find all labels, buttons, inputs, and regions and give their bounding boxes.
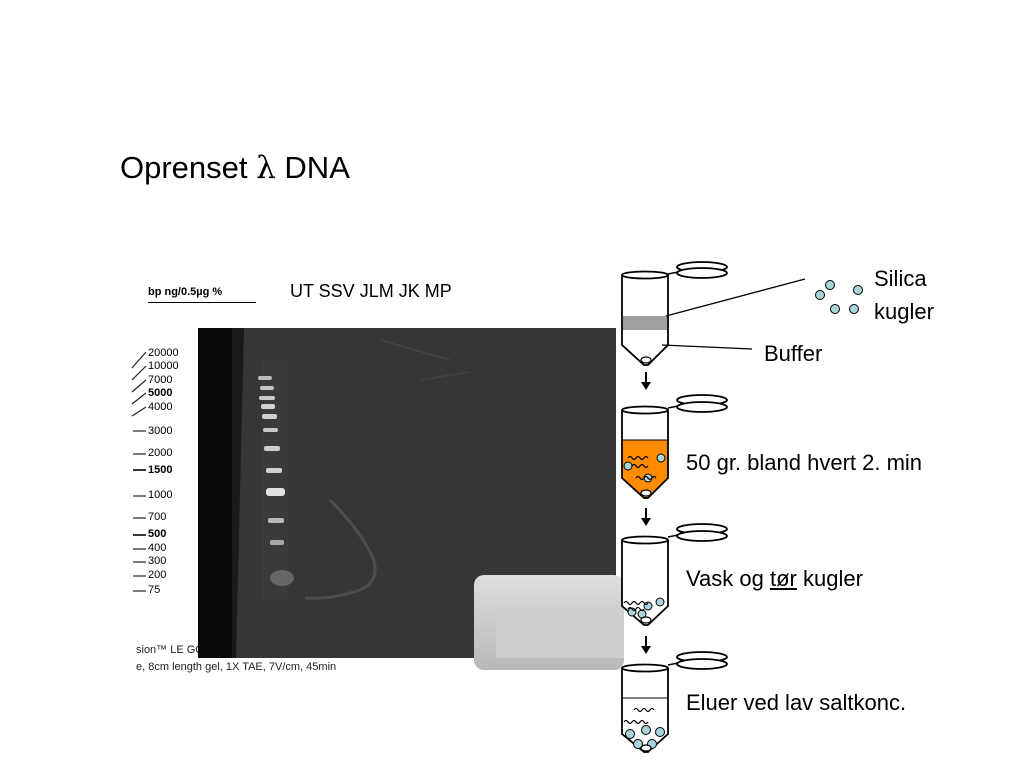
- ladder-marker-label: 2000: [148, 447, 173, 459]
- ladder-marker-label: 10000: [148, 360, 179, 372]
- buffer-pointer: [661, 344, 753, 350]
- silica-label-line2: kugler: [874, 299, 934, 324]
- ladder-marker-label: 1500: [148, 464, 173, 476]
- gel-image: [198, 328, 624, 670]
- step3-after: kugler: [796, 566, 863, 591]
- step3-label: Vask og tør kugler: [686, 566, 863, 592]
- gel-caption-line1: sion™ LE GQ A: [136, 644, 214, 656]
- tube-1: [621, 261, 728, 366]
- ladder-marker-label: 3000: [148, 425, 173, 437]
- ladder-marker-label: 7000: [148, 374, 173, 386]
- silica-beads: [815, 280, 863, 314]
- step-arrows: [641, 372, 651, 654]
- silica-label-line1: Silica: [874, 266, 927, 291]
- ladder-marker-label: 1000: [148, 489, 173, 501]
- tube-2: [621, 394, 728, 499]
- ladder-header-text: bp ng/0.5µg %: [148, 286, 223, 298]
- step2-label: 50 gr. bland hvert 2. min: [686, 450, 923, 475]
- step3-before: Vask og: [686, 566, 770, 591]
- tube-3: [621, 523, 728, 626]
- slide-title: Oprenset λ DNA: [120, 150, 350, 186]
- title-suffix: DNA: [284, 150, 350, 185]
- ladder-header-underline: [148, 302, 256, 303]
- ladder-marker-label: 500: [148, 528, 167, 540]
- title-prefix: Oprenset: [120, 150, 248, 185]
- buffer-label: Buffer: [764, 341, 823, 366]
- gel-ladder-bands: [258, 376, 294, 586]
- ladder-ticks: [131, 351, 147, 592]
- silica-pointer: [665, 278, 806, 317]
- step4-label: Eluer ved lav saltkonc.: [686, 690, 907, 715]
- ladder-marker-label: 400: [148, 542, 167, 554]
- ladder-marker-label: 200: [148, 569, 167, 581]
- ladder-marker-label: 700: [148, 511, 167, 523]
- step3-underlined: tør: [769, 566, 797, 591]
- lane-labels: UT SSV JLM JK MP: [290, 281, 452, 301]
- tube-4: [621, 651, 728, 753]
- ladder-header: bp ng/0.5µg %: [148, 286, 256, 303]
- lambda-symbol: λ: [256, 150, 276, 186]
- gel-caption-line2: e, 8cm length gel, 1X TAE, 7V/cm, 45min: [136, 661, 337, 673]
- ladder-marker-label: 5000: [148, 387, 173, 399]
- ladder-marker-label: 75: [148, 584, 161, 596]
- ladder-marker-label: 20000: [148, 347, 179, 359]
- ladder-marker-label: 4000: [148, 401, 173, 413]
- ladder-marker-label: 300: [148, 555, 167, 567]
